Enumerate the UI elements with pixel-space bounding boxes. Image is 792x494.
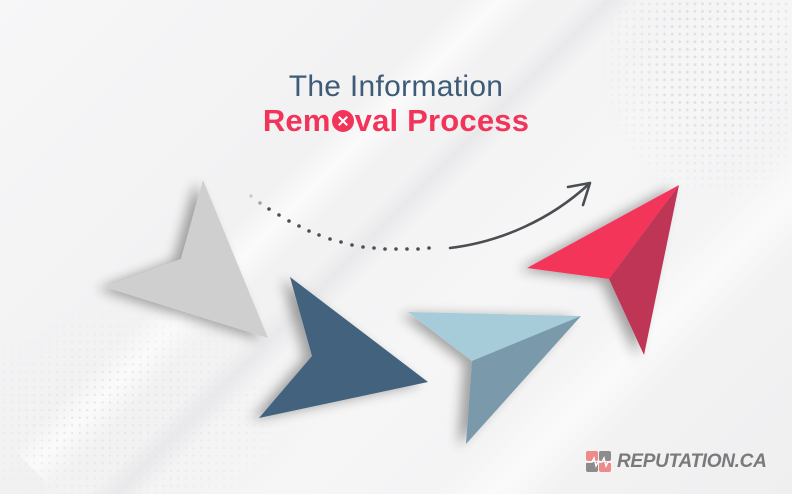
title-line-2-end: val Process: [354, 103, 530, 138]
brand-name: REPUTATION.CA: [617, 451, 767, 472]
heartbeat-grid-icon: [586, 451, 612, 473]
dotted-path: [249, 194, 431, 251]
brand-logo[interactable]: REPUTATION.CA: [586, 451, 767, 473]
title-line-1: The Information: [288, 70, 504, 103]
curved-arrow: [448, 182, 591, 250]
lightblue-arrow: [408, 312, 581, 444]
red-arrow: [527, 185, 679, 355]
halftone-dots-top-right: [600, 0, 792, 200]
navy-arrow: [259, 277, 428, 418]
x-circle-icon: [331, 110, 354, 132]
title-line-2: Rem val Process: [0, 103, 792, 139]
arrowhead-icon: [566, 181, 592, 207]
title-line-2-start: Rem: [262, 103, 331, 138]
gray-arrow: [105, 180, 268, 338]
